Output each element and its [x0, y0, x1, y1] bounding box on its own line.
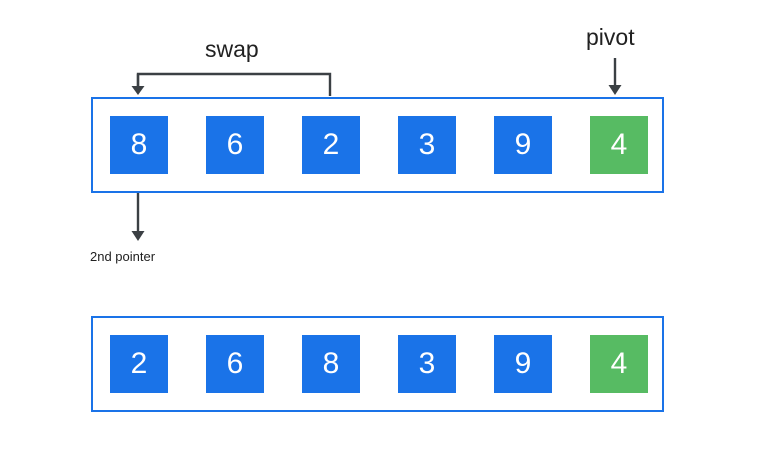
array-cell: 6 [206, 335, 264, 393]
pivot-arrow-connector [608, 58, 622, 95]
second-pointer-label: 2nd pointer [90, 249, 156, 264]
array-cell: 9 [494, 335, 552, 393]
array-cell: 8 [302, 335, 360, 393]
array-cell: 4 [590, 116, 648, 174]
second-pointer-arrow-connector [131, 193, 145, 241]
array-cell: 6 [206, 116, 264, 174]
array-cell: 4 [590, 335, 648, 393]
array-cell: 3 [398, 116, 456, 174]
swap-bracket-connector [131, 72, 332, 96]
array-cell: 9 [494, 116, 552, 174]
array-cell: 2 [302, 116, 360, 174]
array-cell: 3 [398, 335, 456, 393]
array-container-after-swap [91, 316, 664, 412]
array-container-before-swap [91, 97, 664, 193]
array-cell: 2 [110, 335, 168, 393]
pivot-label: pivot [586, 24, 635, 50]
swap-label: swap [205, 36, 259, 62]
array-cell: 8 [110, 116, 168, 174]
